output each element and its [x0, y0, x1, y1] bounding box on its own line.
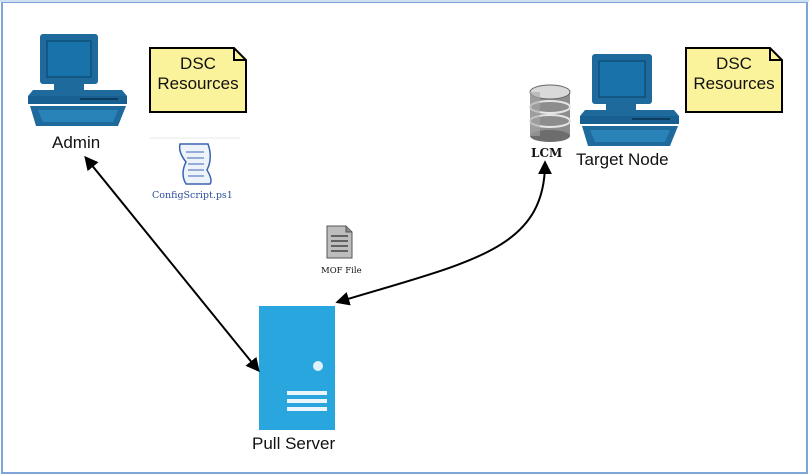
- pull-server-icon: [259, 306, 335, 430]
- dsc-resources-right-line2: Resources: [693, 74, 775, 93]
- lcm-to-pull-server-arrow: [335, 160, 552, 306]
- dsc-resources-left-text: DSC Resources: [150, 54, 246, 94]
- dsc-resources-left-line2: Resources: [157, 74, 239, 93]
- admin-to-pull-server-arrow: [84, 155, 260, 373]
- dsc-resources-right-text: DSC Resources: [686, 54, 782, 94]
- config-script-icon: [178, 143, 212, 185]
- target-node-computer-icon: [580, 54, 679, 146]
- mof-file-icon: [326, 225, 353, 259]
- admin-label: Admin: [52, 133, 101, 152]
- lcm-label: LCM: [531, 146, 563, 160]
- admin-computer-icon: [28, 34, 127, 126]
- mof-file-label: MOF File: [321, 266, 362, 276]
- dsc-resources-left-line1: DSC: [180, 54, 216, 73]
- config-script-label: ConfigScript.ps1: [152, 190, 233, 201]
- target-node-label: Target Node: [576, 150, 669, 169]
- dsc-resources-right-line1: DSC: [716, 54, 752, 73]
- dsc-resources-note-right: [685, 47, 783, 113]
- pull-server-label: Pull Server: [252, 434, 336, 453]
- lcm-database-icon: [529, 84, 571, 142]
- dsc-resources-note-left: [149, 47, 247, 113]
